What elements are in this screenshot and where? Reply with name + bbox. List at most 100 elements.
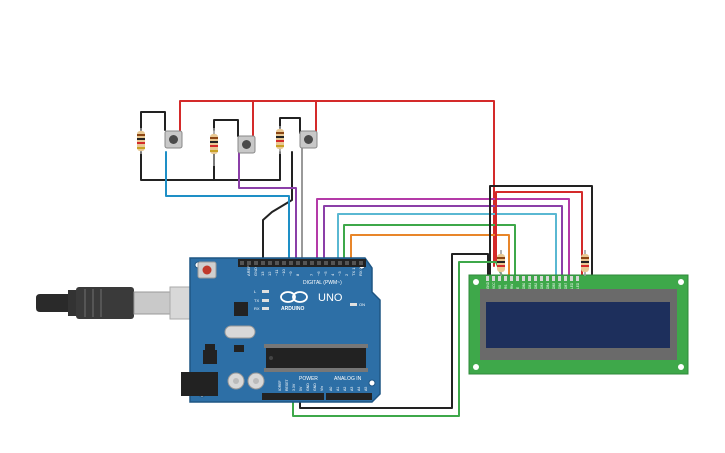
arduino-uno-board[interactable]: AREF GND 13 12 ~11 ~10 ~9 8 7 ~6 ~5 4 ~3… (181, 257, 381, 403)
svg-text:A5: A5 (364, 387, 368, 391)
svg-text:DB6: DB6 (558, 283, 562, 289)
push-button-1[interactable] (164, 130, 183, 149)
wire-black-ground-4[interactable] (213, 151, 281, 181)
pin-label-11: ~11 (274, 269, 279, 276)
resistor-1[interactable] (137, 128, 145, 154)
resistor-3[interactable] (276, 126, 284, 154)
wire-black-ground-5[interactable] (279, 117, 301, 134)
wire-magenta-lcd[interactable] (316, 198, 570, 277)
lcd-16x2[interactable]: GND VCC V0 RS RW E DB0 DB1 DB2 DB3 DB4 D… (468, 274, 689, 375)
svg-text:DB0: DB0 (522, 283, 526, 289)
lcd-pin-pads (486, 276, 579, 281)
resistor-2[interactable] (210, 128, 218, 166)
uno-text: UNO (318, 292, 343, 304)
reset-button[interactable] (197, 261, 217, 279)
power-jack[interactable] (181, 372, 218, 396)
svg-text:VCC: VCC (492, 282, 496, 289)
usb-cable[interactable] (36, 286, 193, 320)
svg-text:DB7: DB7 (564, 283, 568, 289)
wire-blue-button1[interactable] (165, 151, 290, 263)
svg-text:GND: GND (486, 281, 490, 289)
pin-label-12: 12 (267, 271, 272, 276)
svg-text:Vin: Vin (320, 386, 324, 391)
svg-text:A4: A4 (357, 387, 361, 391)
pin-label-6: ~6 (316, 271, 321, 276)
svg-text:LED: LED (576, 282, 580, 289)
svg-text:E: E (516, 287, 520, 289)
usb-chip (234, 302, 248, 316)
svg-text:DB5: DB5 (552, 283, 556, 289)
pin-label-tx: TX 1 (351, 267, 356, 276)
push-button-2[interactable] (237, 135, 256, 154)
crystal (224, 325, 256, 339)
svg-text:RESET: RESET (285, 378, 289, 391)
wire-black-gnd-arduino[interactable] (262, 151, 293, 263)
svg-text:A1: A1 (336, 387, 340, 391)
wire-purple-lcd[interactable] (323, 205, 563, 277)
digital-pin-labels: AREF GND 13 12 ~11 ~10 ~9 8 7 ~6 ~5 4 ~3… (246, 265, 363, 276)
svg-text:DB1: DB1 (528, 283, 532, 289)
svg-text:LED: LED (570, 282, 574, 289)
svg-text:DB2: DB2 (534, 283, 538, 289)
svg-text:DB3: DB3 (540, 283, 544, 289)
wire-red-lcd-vcc[interactable] (495, 191, 583, 277)
svg-text:GND: GND (313, 383, 317, 391)
status-leds: L TX RX ON (254, 289, 365, 311)
wire-black-lcd-top[interactable] (489, 185, 593, 277)
svg-text:IOREF: IOREF (278, 380, 282, 391)
pin-label-7: 7 (309, 273, 314, 276)
pin-label-10: ~10 (281, 268, 286, 276)
wire-cyan-lcd[interactable] (337, 213, 557, 277)
capacitors (227, 372, 265, 390)
pin-label-gnd: GND (253, 267, 258, 276)
led-label-rx: RX (254, 306, 260, 311)
led-label-on: ON (359, 302, 365, 307)
led-label-l: L (254, 289, 257, 294)
wire-purple-button2[interactable] (238, 151, 297, 263)
wire-green-lcd[interactable] (343, 224, 516, 277)
led-label-tx: TX (254, 298, 259, 303)
pin-label-2: 2 (344, 273, 349, 276)
pin-label-5: ~5 (323, 271, 328, 276)
voltage-regulator (203, 350, 217, 364)
power-label: POWER (299, 376, 318, 382)
pin-label-13: 13 (260, 271, 265, 276)
digital-pin-holes (240, 261, 363, 265)
pin-label-8: 8 (295, 273, 300, 276)
wires (140, 100, 593, 417)
power-header (262, 393, 324, 400)
svg-text:5V: 5V (299, 386, 303, 391)
lcd-pin-labels: GND VCC V0 RS RW E DB0 DB1 DB2 DB3 DB4 D… (486, 281, 580, 289)
push-button-3[interactable] (299, 130, 318, 149)
svg-text:RW: RW (510, 284, 514, 289)
pin-label-4: 4 (330, 273, 335, 276)
pin-label-aref: AREF (246, 265, 251, 276)
svg-text:DB4: DB4 (546, 283, 550, 289)
svg-text:A3: A3 (350, 387, 354, 391)
wire-orange-lcd[interactable] (350, 234, 510, 277)
resistor-lcd-2[interactable] (581, 250, 589, 276)
analog-header (326, 393, 372, 400)
arduino-text: ARDUINO (281, 306, 304, 312)
pin-label-9: ~9 (288, 271, 293, 276)
wire-red-power[interactable] (179, 100, 495, 267)
arduino-logo: UNO ARDUINO (280, 291, 343, 312)
wire-black-ground-1[interactable] (140, 111, 166, 131)
svg-text:GND: GND (306, 383, 310, 391)
wire-black-lcd-gnd[interactable] (299, 253, 489, 409)
svg-text:V0: V0 (498, 285, 502, 289)
atmega-chip (264, 344, 368, 372)
pin-label-3: ~3 (337, 271, 342, 276)
pin-label-rx: RX 0 (358, 266, 363, 276)
svg-text:RS: RS (504, 285, 508, 289)
bottom-pin-labels: IOREF RESET 3.3V 5V GND GND Vin A0 A1 A2… (278, 378, 368, 391)
resistor-lcd-1[interactable] (497, 250, 505, 276)
svg-text:A2: A2 (343, 387, 347, 391)
wire-black-ground-3[interactable] (213, 119, 239, 137)
wire-black-ground-2[interactable] (140, 151, 215, 181)
svg-text:3.3V: 3.3V (292, 383, 296, 391)
analog-label: ANALOG IN (334, 376, 362, 382)
digital-header (238, 259, 366, 267)
